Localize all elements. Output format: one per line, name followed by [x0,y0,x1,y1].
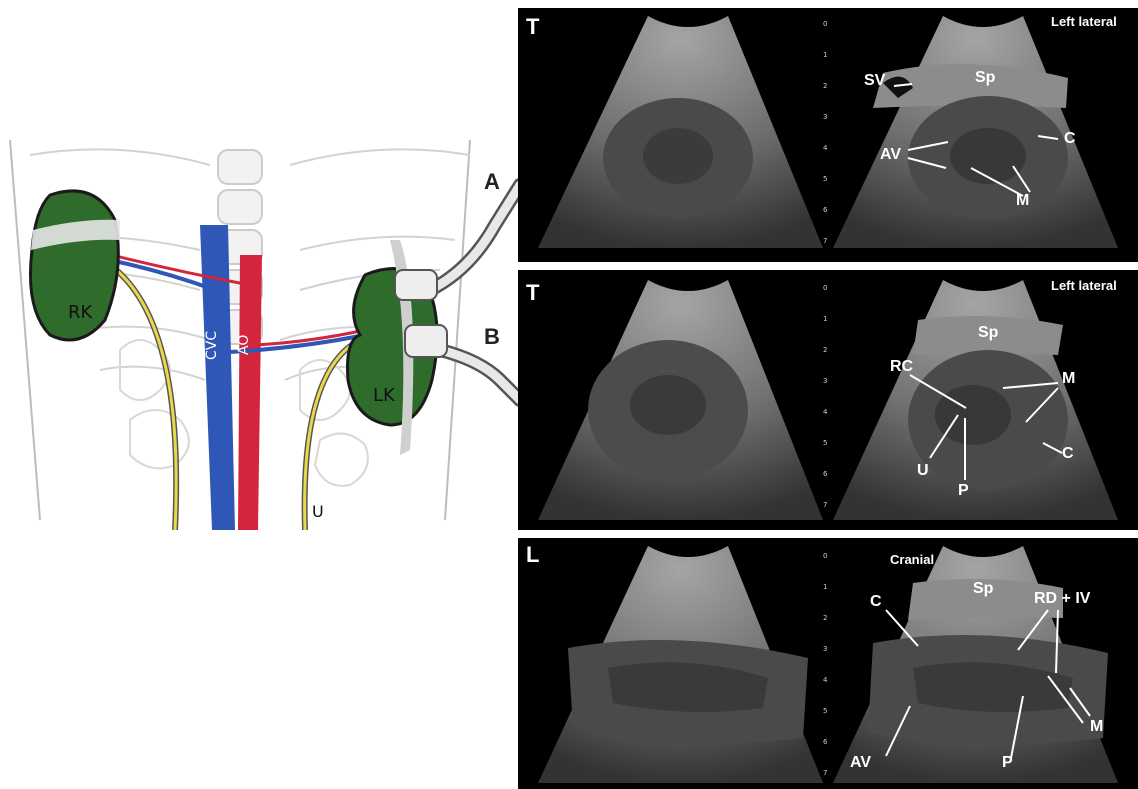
depth-tick: 3 [823,377,827,385]
label-m: M [1090,718,1103,736]
depth-tick: 2 [823,82,827,90]
label-m: M [1016,192,1029,210]
position-label: Left lateral [1051,14,1117,29]
label-rd-iv: RD + IV [1034,590,1090,608]
position-label: Left lateral [1051,278,1117,293]
plane-label: L [526,542,539,568]
depth-tick: 2 [823,614,827,622]
depth-tick: 7 [823,769,827,777]
label-av: AV [850,754,871,772]
depth-tick: 1 [823,51,827,59]
depth-tick: 3 [823,645,827,653]
depth-tick: 7 [823,501,827,509]
label-p: P [1002,754,1013,772]
ultrasound-panel-3: 0 1 2 3 4 5 6 7 L Cranial Sp C RD + IV A… [518,538,1138,789]
anatomy-diagram: RK LK CVC AO U [0,120,520,530]
depth-tick: 6 [823,738,827,746]
depth-scale-1: 0 1 2 3 4 5 6 7 [823,20,837,252]
label-m: M [1062,370,1075,388]
depth-tick: 2 [823,346,827,354]
depth-tick: 4 [823,676,827,684]
depth-tick: 5 [823,439,827,447]
label-c: C [1062,445,1074,463]
cvc-label: CVC [204,331,220,360]
label-u: U [917,462,929,480]
ultrasound-panel-1: 0 1 2 3 4 5 6 7 T Left lateral SV Sp AV … [518,8,1138,262]
aorta-label: AO [236,335,252,355]
depth-tick: 0 [823,20,827,28]
left-kidney-label: LK [373,385,395,406]
depth-tick: 4 [823,408,827,416]
label-p: P [958,482,969,500]
label-av: AV [880,146,901,164]
depth-tick: 1 [823,315,827,323]
probe-a-label: A [484,169,500,195]
label-sp: Sp [978,324,998,342]
depth-tick: 3 [823,113,827,121]
depth-tick: 6 [823,470,827,478]
depth-tick: 5 [823,707,827,715]
label-rc: RC [890,358,913,376]
depth-tick: 6 [823,206,827,214]
depth-tick: 5 [823,175,827,183]
probe-a [395,185,520,300]
label-sp: Sp [973,580,993,598]
plane-label: T [526,14,539,40]
depth-tick: 4 [823,144,827,152]
label-sv: SV [864,72,885,90]
depth-scale-2: 0 1 2 3 4 5 6 7 [823,284,837,520]
depth-tick: 0 [823,552,827,560]
ureter-label: U [312,502,324,521]
anatomy-drawing [0,120,520,530]
label-c: C [1064,130,1076,148]
ultrasound-panel-2: 0 1 2 3 4 5 6 7 T Left lateral Sp RC M U… [518,270,1138,530]
depth-tick: 7 [823,237,827,245]
depth-scale-3: 0 1 2 3 4 5 6 7 [823,552,837,784]
depth-tick: 1 [823,583,827,591]
position-label: Cranial [890,552,934,567]
probe-b-label: B [484,324,500,350]
depth-tick: 0 [823,284,827,292]
right-kidney-label: RK [68,302,92,323]
aorta-vessel [238,255,262,530]
label-sp: Sp [975,69,995,87]
plane-label: T [526,280,539,306]
label-c: C [870,593,882,611]
